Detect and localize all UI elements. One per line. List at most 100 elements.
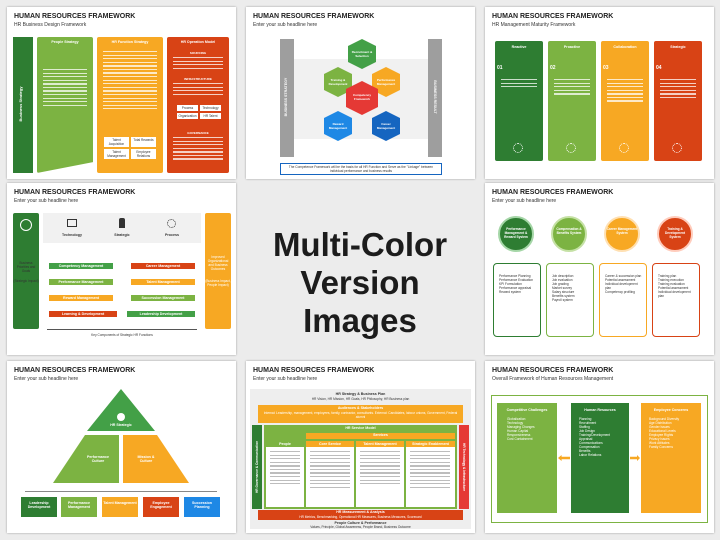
grid-hr-talent: HR Talent bbox=[200, 113, 221, 119]
bottom-talent: Talent Management bbox=[102, 497, 138, 517]
hex-performance bbox=[372, 67, 400, 97]
slide-thumbnail-1[interactable]: HUMAN RESOURCES FRAMEWORK HR Business De… bbox=[7, 7, 236, 179]
pyramid-top bbox=[87, 389, 155, 431]
list-item: Job evaluation bbox=[552, 278, 573, 282]
mission-culture-label: Mission & Culture bbox=[137, 455, 155, 463]
gears-icon bbox=[167, 219, 176, 228]
box-career: Career Management bbox=[131, 263, 195, 269]
diagram-base-line bbox=[47, 329, 197, 330]
slide-thumbnail-5[interactable]: HUMAN RESOURCES FRAMEWORK Enter your sub… bbox=[485, 183, 714, 355]
list-item: Training/Development bbox=[579, 433, 611, 437]
list-performance: Performance Planning Performance Evaluat… bbox=[493, 263, 541, 337]
list-item: Labor Relations bbox=[579, 453, 602, 457]
grid-talent-acquisition: Talent Acquisition bbox=[104, 137, 129, 147]
list-item: Cost Containment bbox=[507, 437, 533, 441]
service-model-title: HR Service Model bbox=[345, 426, 376, 430]
stage-collaboration-text bbox=[607, 79, 643, 104]
stage-reactive-text bbox=[501, 79, 537, 90]
list-item: Salary structure bbox=[552, 290, 575, 294]
list-item: Performance appraisal bbox=[499, 286, 532, 290]
sourcing-head: SOURCING bbox=[189, 51, 207, 55]
list-item: Individual development plan bbox=[658, 290, 691, 298]
list-item: Training evaluation bbox=[658, 282, 685, 286]
slide-title: HUMAN RESOURCES FRAMEWORK bbox=[14, 13, 136, 20]
list-item: Appraisal bbox=[579, 437, 593, 441]
competence-footer: The Competence Framework will be the bas… bbox=[280, 163, 442, 175]
slide-thumbnail-4[interactable]: HUMAN RESOURCES FRAMEWORK Enter your sub… bbox=[7, 183, 236, 355]
head-strategic: Strategic bbox=[114, 233, 130, 237]
governance-head: GOVERNANCE bbox=[187, 131, 209, 135]
business-strategy-label: BUSINESS STRATEGY bbox=[284, 77, 288, 117]
hr-function-strategy-heading: HR Function Strategy bbox=[111, 40, 149, 44]
pyramid-mid-right bbox=[123, 435, 189, 483]
box-performance: Performance Management bbox=[49, 279, 113, 285]
circle-training bbox=[657, 216, 693, 252]
list-item: Technology bbox=[507, 421, 524, 425]
stage-num-4: 04 bbox=[656, 65, 662, 71]
list-item: Benefits system bbox=[552, 294, 575, 298]
side-left-label: HR Governance & Communication bbox=[255, 440, 259, 494]
list-item: Managing Changes bbox=[507, 425, 535, 429]
hex-label-reward: Reward Management bbox=[328, 122, 348, 130]
target-icon bbox=[20, 219, 32, 231]
col-head-people: People bbox=[279, 442, 291, 446]
list-hr: Planning Recruitment Staffing Job Design… bbox=[579, 417, 627, 457]
hex-career bbox=[372, 111, 400, 141]
culture-text: Values, Principle, Global Awareness, Peo… bbox=[310, 525, 411, 529]
gear-icon bbox=[672, 143, 682, 153]
user-icon bbox=[117, 413, 125, 421]
col-strategic-lines bbox=[410, 451, 450, 490]
box-reward: Reward Management bbox=[49, 295, 113, 301]
slide-thumbnail-7[interactable]: HUMAN RESOURCES FRAMEWORK Enter your sub… bbox=[246, 361, 475, 533]
bottom-leadership: Leadership Development bbox=[21, 497, 57, 517]
circle-career bbox=[604, 216, 640, 252]
col-hr bbox=[571, 403, 629, 513]
left-goals-text: Business Priorities and Goals bbox=[16, 261, 36, 273]
stage-proactive-text bbox=[554, 79, 590, 97]
left-goals-sub: (Strategic Impact) bbox=[13, 279, 39, 283]
slide-title: HUMAN RESOURCES FRAMEWORK bbox=[492, 367, 614, 374]
list-item: Family Concerns bbox=[649, 445, 673, 449]
slide-thumbnail-3[interactable]: HUMAN RESOURCES FRAMEWORK HR Management … bbox=[485, 7, 714, 179]
outer-frame bbox=[491, 395, 708, 523]
slide-subtitle: HR Business Design Framework bbox=[14, 22, 87, 28]
infrastructure-text bbox=[173, 83, 223, 97]
circle-compensation-label: Compensation & Benefits System bbox=[556, 227, 582, 235]
audiences-box bbox=[258, 405, 463, 423]
list-item: Job description bbox=[552, 274, 574, 278]
governance-text bbox=[173, 137, 223, 162]
slide-subtitle: Enter your sub headline here bbox=[253, 22, 318, 28]
circle-performance-label: Performance Management & Reward System bbox=[504, 227, 528, 239]
list-item: Privacy Issues bbox=[649, 437, 670, 441]
list-item: KPI Formulation bbox=[499, 282, 522, 286]
chess-icon bbox=[119, 218, 125, 228]
grid-talent-management: Talent Management bbox=[104, 149, 129, 159]
list-item: Competency profiling bbox=[605, 290, 635, 294]
slide-thumbnail-8[interactable]: HUMAN RESOURCES FRAMEWORK Overall Framew… bbox=[485, 361, 714, 533]
col-competitive bbox=[497, 403, 557, 513]
arrow-right bbox=[630, 455, 640, 461]
list-item: Career & succession plan bbox=[605, 274, 642, 278]
list-item: Payroll system bbox=[552, 298, 573, 302]
hex-recruitment bbox=[348, 39, 376, 69]
col-head-strategic-bg bbox=[406, 441, 455, 447]
grid-process: Process bbox=[177, 105, 198, 111]
people-strategy-text bbox=[43, 69, 87, 108]
slide-subtitle: Enter your sub headline here bbox=[492, 198, 557, 204]
center-heading-line1: Multi-Color bbox=[272, 226, 448, 263]
list-item: Planning bbox=[579, 417, 592, 421]
business-result-bar bbox=[428, 39, 442, 157]
hex-reward bbox=[324, 111, 352, 141]
stage-strategic-text bbox=[660, 79, 696, 100]
slide-subtitle: Enter your sub headline here bbox=[253, 376, 318, 382]
bottom-engagement: Employee Engagement bbox=[143, 497, 179, 517]
business-strategy-arrow bbox=[13, 37, 33, 173]
slide-thumbnail-2[interactable]: HUMAN RESOURCES FRAMEWORK Enter your sub… bbox=[246, 7, 475, 179]
list-item: Gender Issues bbox=[649, 425, 670, 429]
hex-label-career: Career Management bbox=[376, 122, 396, 130]
slide-thumbnail-6[interactable]: HUMAN RESOURCES FRAMEWORK Enter your sub… bbox=[7, 361, 236, 533]
list-item: Responsiveness bbox=[507, 433, 531, 437]
list-item: Performance Evaluation bbox=[499, 278, 534, 282]
col-head-people-bg bbox=[266, 441, 304, 447]
performance-culture-label: Performance Culture bbox=[87, 455, 109, 463]
